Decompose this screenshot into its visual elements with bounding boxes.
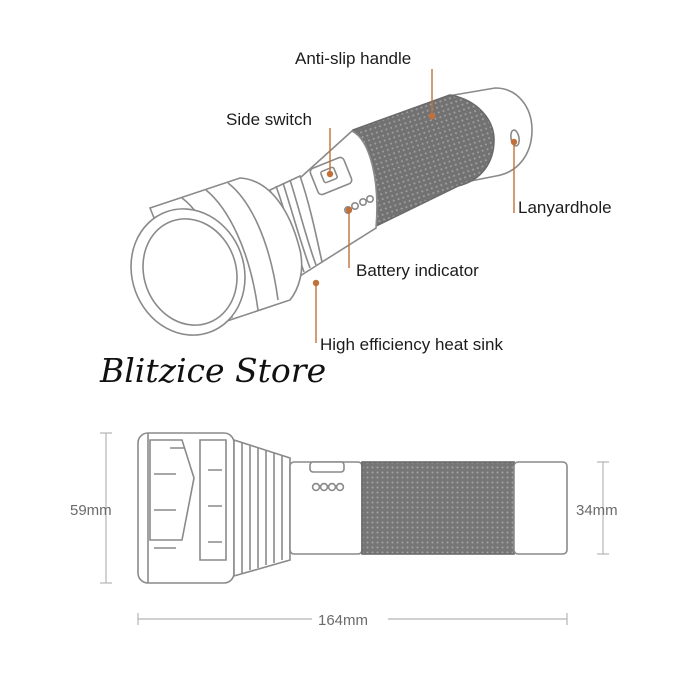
side-heat-sink bbox=[233, 438, 291, 578]
heat-sink-label: High efficiency heat sink bbox=[320, 335, 504, 354]
flashlight-side-view bbox=[137, 432, 568, 584]
battery-indicator-dot bbox=[358, 198, 367, 207]
side-switch-top bbox=[309, 461, 345, 473]
anti-slip-handle-label: Anti-slip handle bbox=[295, 49, 411, 68]
callout-lines bbox=[315, 69, 515, 343]
battery-indicator-dot bbox=[365, 195, 374, 204]
store-watermark: Blitzice Store bbox=[99, 351, 326, 390]
battery-indicator-dot bbox=[350, 202, 359, 211]
side-tail-cap bbox=[513, 461, 568, 555]
tail-diameter-label: 34mm bbox=[576, 502, 618, 519]
side-switch-label: Side switch bbox=[226, 110, 312, 129]
side-switch-body bbox=[289, 461, 363, 555]
lens bbox=[142, 218, 238, 326]
lanyard-hole-label: Lanyardhole bbox=[518, 198, 612, 217]
length-label: 164mm bbox=[318, 612, 368, 629]
flashlight-perspective-view bbox=[130, 87, 533, 336]
dimension-lines bbox=[100, 432, 609, 625]
callout-dots bbox=[312, 112, 518, 287]
battery-indicator-label: Battery indicator bbox=[356, 261, 479, 280]
head-diameter-label: 59mm bbox=[70, 502, 112, 519]
anti-slip-handle bbox=[352, 94, 495, 230]
side-handle bbox=[361, 461, 515, 555]
